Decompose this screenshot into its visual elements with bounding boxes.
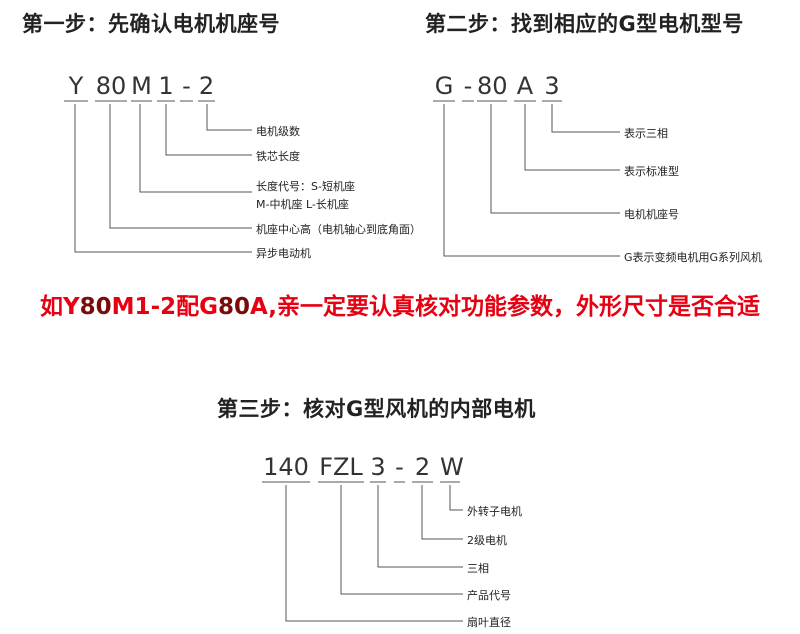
step1-annotation-async-motor: 异步电动机 <box>256 247 311 260</box>
notice-part-3: M1-2配G <box>111 294 218 320</box>
step3-annotation-three-phase: 三相 <box>467 562 489 575</box>
step2-annotation-three-phase: 表示三相 <box>624 127 668 140</box>
notice-part-1: 如Y <box>40 294 80 320</box>
step2-code-type: A <box>516 72 534 100</box>
step2-annotation-g-series: G表示变频电机用G系列风机 <box>624 251 763 264</box>
step2-code-frame: 80 <box>477 72 508 100</box>
step1-annotation-poles: 电机级数 <box>256 125 300 138</box>
step1-annotation-length-code-2: M-中机座 L-长机座 <box>256 198 349 211</box>
step1-code-frame: 80 <box>95 72 127 100</box>
step1-code-length: M <box>131 72 152 100</box>
step3-annotation-2-pole: 2级电机 <box>467 534 507 547</box>
step3-annotation-fan-diameter: 扇叶直径 <box>467 616 511 629</box>
step1-annotation-center-height: 机座中心高（电机轴心到底角面） <box>256 223 421 236</box>
notice-part-4: 80 <box>218 294 251 320</box>
step1-annotation-core-length: 铁芯长度 <box>256 150 300 163</box>
step3-code-product: FZL <box>319 453 363 481</box>
step2-annotation-standard: 表示标准型 <box>624 165 679 178</box>
step3-annotation-outer-rotor: 外转子电机 <box>467 505 522 518</box>
step2-annotation-frame-number: 电机机座号 <box>624 208 679 221</box>
step3-code-rotor: W <box>440 453 464 481</box>
step1-title: 第一步：先确认电机机座号 <box>22 12 280 36</box>
step3-code-phase: 3 <box>370 453 386 481</box>
step2-code-dash: - <box>463 72 473 100</box>
notice-text: 如Y80M1-2配G80A,亲一定要认真核对功能参数，外形尺寸是否合适 <box>0 287 800 321</box>
step3-annotation-product-code: 产品代号 <box>467 589 511 602</box>
step1-code-core: 1 <box>158 72 174 100</box>
step2-code-phase: 3 <box>544 72 560 100</box>
step1-annotation-length-code: 长度代号：S-短机座 <box>256 180 355 193</box>
step1-code-poles: 2 <box>198 72 215 100</box>
step3-code-dash: - <box>395 453 404 481</box>
step1-code-series: Y <box>68 72 84 100</box>
step1-code-dash: - <box>182 72 191 100</box>
notice-part-5: A,亲一定要认真核对功能参数，外形尺寸是否合适 <box>250 294 760 320</box>
notice-part-2: 80 <box>79 294 112 320</box>
step3-code-poles: 2 <box>414 453 431 481</box>
step2-title: 第二步：找到相应的G型电机型号 <box>425 12 744 36</box>
step3-code-diameter: 140 <box>263 453 309 481</box>
step3-title: 第三步：核对G型风机的内部电机 <box>217 397 536 421</box>
step2-code-series: G <box>434 72 454 100</box>
